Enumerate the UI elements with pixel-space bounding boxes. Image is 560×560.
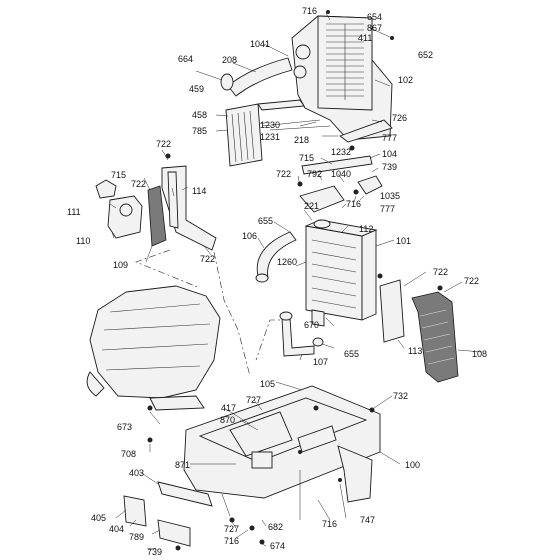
label-716: 716 [302,6,317,16]
label-655: 655 [258,216,273,226]
label-111: 111 [67,207,81,217]
label-1231: 1231 [260,132,280,142]
side-screen-part [411,291,459,383]
upper-hose-part [256,231,297,279]
callout-labels: 716 654 867 411 652 1041 208 664 459 102… [67,6,487,557]
fasteners [147,10,443,551]
radiator-part [304,219,378,327]
side-cover-part [379,279,405,343]
label-108: 108 [472,349,487,359]
engine-part [86,285,221,411]
label-777: 777 [380,204,395,214]
label-654: 654 [367,12,382,22]
label-722: 722 [433,267,448,277]
label-722: 722 [276,169,291,179]
label-113: 113 [408,346,422,356]
label-682: 682 [268,522,283,532]
label-110: 110 [76,236,90,246]
label-777: 777 [382,133,397,143]
label-722: 722 [464,276,479,286]
frame-base-part [183,385,381,503]
label-411: 411 [358,33,372,43]
label-867: 867 [367,23,382,33]
label-107: 107 [313,357,328,367]
label-112: 112 [359,224,373,234]
label-739: 739 [147,547,162,557]
baffle-part [147,185,167,247]
label-722: 722 [131,179,146,189]
label-1035: 1035 [380,191,400,201]
label-1040: 1040 [331,169,351,179]
bracket-part [301,155,373,175]
label-1230: 1230 [260,120,280,130]
label-405: 405 [91,513,106,523]
label-870: 870 [220,415,235,425]
hose-part [227,57,293,97]
oil-cooler-part [225,103,263,167]
label-715: 715 [111,170,126,180]
assembly-centerlines [135,249,290,377]
label-747: 747 [360,515,375,525]
label-732: 732 [393,391,408,401]
label-716: 716 [322,519,337,529]
label-792: 792 [307,169,322,179]
label-871: 871 [175,460,190,470]
label-739: 739 [382,162,397,172]
label-417: 417 [221,403,236,413]
label-1041: 1041 [250,39,270,49]
leader-lines [109,12,483,551]
label-105: 105 [260,379,275,389]
label-722: 722 [156,139,171,149]
label-459: 459 [189,84,204,94]
label-104: 104 [382,149,397,159]
fan-cover-part [291,15,393,143]
label-674: 674 [270,541,285,551]
label-101: 101 [396,236,411,246]
label-673: 673 [117,422,132,432]
label-1232: 1232 [331,147,351,157]
label-727: 727 [224,524,239,534]
label-106: 106 [242,231,257,241]
label-403: 403 [129,468,144,478]
label-726: 726 [392,113,407,123]
label-785: 785 [192,126,207,136]
label-109: 109 [113,260,128,270]
label-221: 221 [304,201,319,211]
label-715: 715 [299,153,314,163]
label-708: 708 [121,449,136,459]
label-114: 114 [192,186,206,196]
label-655: 655 [344,349,359,359]
label-1260: 1260 [277,257,297,267]
label-664: 664 [178,54,193,64]
label-652: 652 [418,50,433,60]
label-722: 722 [200,254,215,264]
hinge-plates-part [123,481,213,547]
label-404: 404 [109,524,124,534]
label-716: 716 [224,536,239,546]
label-789: 789 [129,532,144,542]
label-716: 716 [346,199,361,209]
label-100: 100 [405,460,420,470]
label-670: 670 [304,320,319,330]
label-102: 102 [398,75,413,85]
label-458: 458 [192,110,207,120]
reservoir-tank-part [95,179,143,239]
clamp-part [220,73,234,91]
label-208: 208 [222,55,237,65]
label-218: 218 [294,135,309,145]
label-727: 727 [246,395,261,405]
